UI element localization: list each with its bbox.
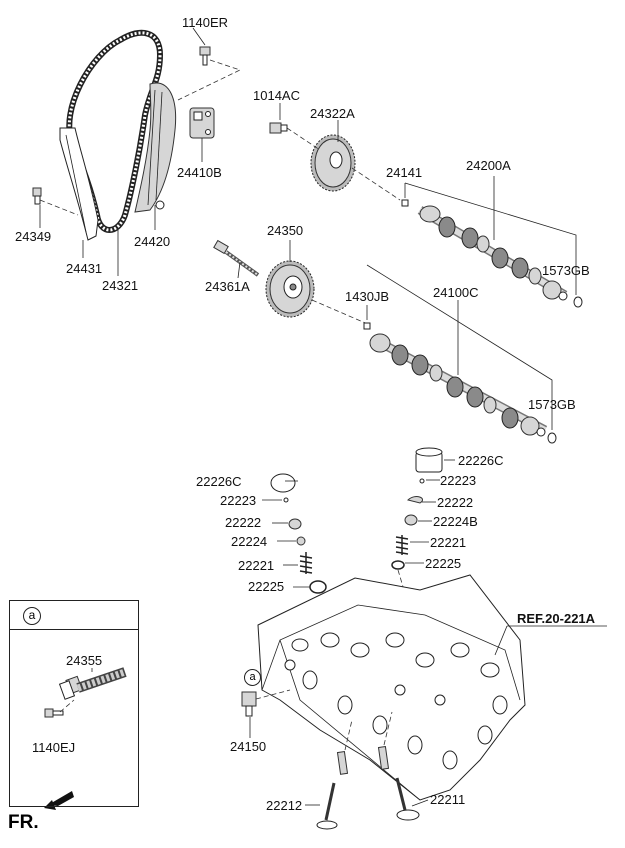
intake-cvvt-sprocket bbox=[265, 260, 315, 318]
label-22225-left: 22225 bbox=[248, 579, 285, 594]
label-24350: 24350 bbox=[267, 223, 304, 238]
inset-header: a bbox=[10, 601, 138, 630]
label-22222-right: 22222 bbox=[437, 495, 474, 510]
label-22221-right: 22221 bbox=[430, 535, 467, 550]
exhaust-cam-sprocket bbox=[310, 134, 356, 192]
label-22211: 22211 bbox=[430, 792, 466, 807]
bolt-24349 bbox=[32, 187, 42, 205]
label-24349: 24349 bbox=[15, 229, 52, 244]
label-24150: 24150 bbox=[230, 739, 267, 754]
dowel-pin-1430jb bbox=[363, 322, 371, 330]
label-1573gb-top: 1573GB bbox=[542, 263, 590, 278]
plug-24150 bbox=[241, 691, 257, 717]
front-arrow-icon bbox=[48, 791, 74, 806]
label-1140ej: 1140EJ bbox=[32, 740, 76, 755]
label-22223-left: 22223 bbox=[220, 493, 257, 508]
exhaust-valve bbox=[316, 750, 349, 830]
valve-parts-left bbox=[270, 473, 327, 594]
valve-parts-right bbox=[391, 447, 443, 570]
label-22221-left: 22221 bbox=[238, 558, 275, 573]
chain-tensioner bbox=[189, 107, 215, 139]
inset-marker: a bbox=[23, 607, 41, 625]
label-24431: 24431 bbox=[66, 261, 103, 276]
label-24141: 24141 bbox=[386, 165, 423, 180]
label-24420: 24420 bbox=[134, 234, 171, 249]
label-24410b: 24410B bbox=[177, 165, 222, 180]
intake-camshaft bbox=[369, 333, 548, 437]
label-1430jb: 1430JB bbox=[345, 289, 390, 304]
tensioner-arm bbox=[134, 82, 177, 213]
label-22225-right: 22225 bbox=[425, 556, 462, 571]
bolt-1140ej bbox=[44, 708, 64, 718]
seal-1573gb-top bbox=[573, 296, 583, 308]
label-22226c-left: 22226C bbox=[196, 474, 242, 489]
label-22212: 22212 bbox=[266, 798, 303, 813]
label-22224b: 22224B bbox=[433, 514, 478, 529]
reference-label: REF.20-221A bbox=[517, 611, 596, 626]
oil-control-valve bbox=[58, 667, 127, 700]
bolt-1014ac bbox=[269, 122, 288, 134]
inset-box: a 24355 1140EJ bbox=[9, 600, 139, 807]
label-22222-left: 22222 bbox=[225, 515, 262, 530]
label-1140er: 1140ER bbox=[182, 15, 229, 30]
front-direction-label: FR. bbox=[8, 812, 39, 833]
chain-guide-left bbox=[59, 127, 99, 241]
label-22226c-right: 22226C bbox=[458, 453, 504, 468]
bolt-24361a bbox=[213, 239, 260, 277]
intake-valve bbox=[377, 745, 420, 821]
seal-1573gb-bottom bbox=[547, 432, 557, 444]
label-24361a: 24361A bbox=[205, 279, 250, 294]
exhaust-camshaft bbox=[417, 205, 568, 301]
label-24200a: 24200A bbox=[466, 158, 511, 173]
label-24322a: 24322A bbox=[310, 106, 355, 121]
head-marker: a bbox=[244, 669, 261, 686]
label-1014ac: 1014AC bbox=[253, 88, 300, 103]
dowel-pin-24141 bbox=[401, 199, 409, 207]
bolt-1140er bbox=[199, 46, 211, 66]
cylinder-head bbox=[257, 574, 526, 801]
label-22224: 22224 bbox=[231, 534, 268, 549]
label-24355: 24355 bbox=[66, 653, 103, 668]
label-1573gb-bottom: 1573GB bbox=[528, 397, 576, 412]
label-24321: 24321 bbox=[102, 278, 139, 293]
label-22223-right: 22223 bbox=[440, 473, 477, 488]
label-24100c: 24100C bbox=[433, 285, 479, 300]
